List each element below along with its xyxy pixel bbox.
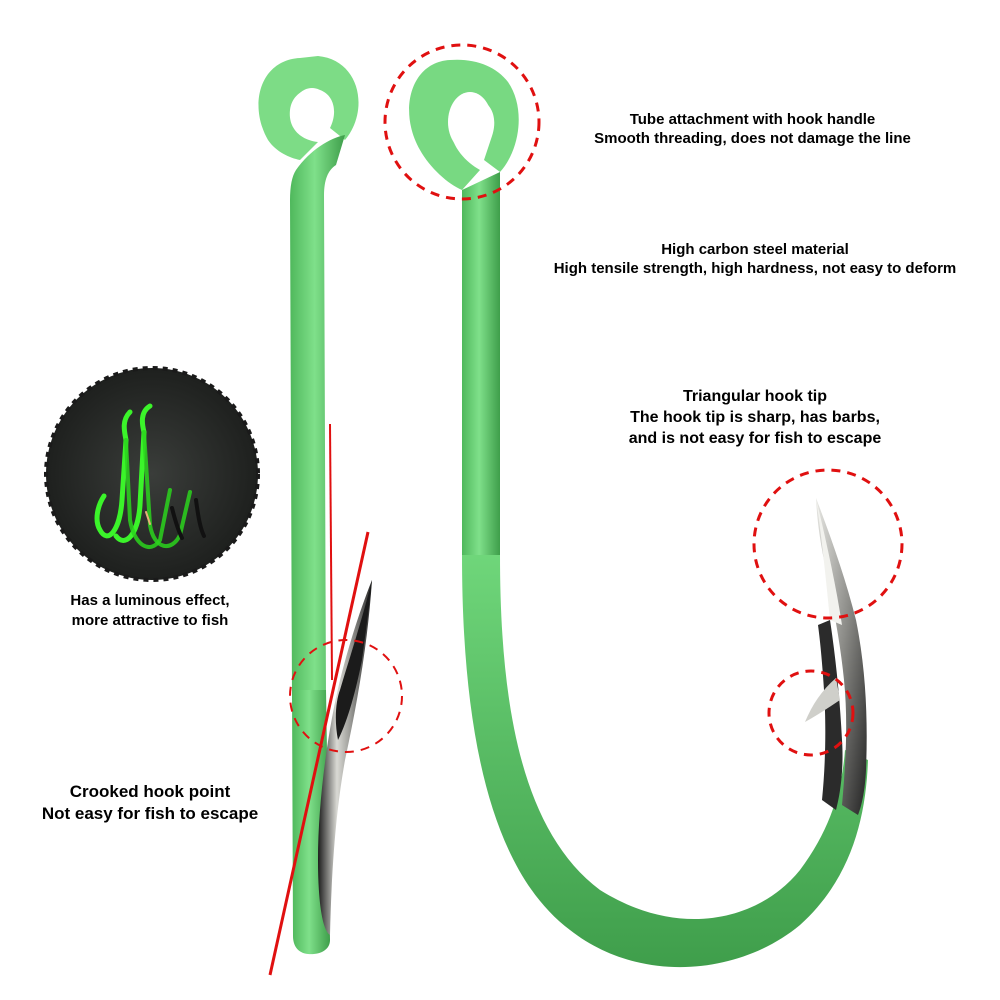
callout-tube-attachment: Tube attachment with hook handle Smooth … xyxy=(560,110,945,148)
barb-callout-circle xyxy=(767,669,855,757)
small-hook-eye xyxy=(258,56,359,160)
callout-luminous: Has a luminous effect, more attractive t… xyxy=(40,591,260,631)
callout-tip-line3: and is not easy for fish to escape xyxy=(628,430,882,447)
callout-tip-line1: Triangular hook tip xyxy=(682,388,827,405)
large-hook-barb xyxy=(805,678,840,722)
callout-tube-line2: Smooth threading, does not damage the li… xyxy=(594,130,911,147)
point-callout-circle xyxy=(289,639,403,753)
small-hook-shank xyxy=(290,135,345,700)
callout-tip-line2: The hook tip is sharp, has barbs, xyxy=(630,409,880,426)
luminous-badge xyxy=(44,366,260,582)
callout-tube-line1: Tube attachment with hook handle xyxy=(629,111,876,128)
callout-luminous-line2: more attractive to fish xyxy=(71,612,229,629)
guide-line-diagonal xyxy=(268,531,370,976)
large-hook xyxy=(409,59,868,968)
callout-crooked-point: Crooked hook point Not easy for fish to … xyxy=(20,781,280,825)
guide-line-vertical xyxy=(329,423,333,681)
large-hook-shank xyxy=(462,172,500,560)
callout-hook-tip: Triangular hook tip The hook tip is shar… xyxy=(600,386,910,449)
callout-material: High carbon steel material High tensile … xyxy=(540,240,970,278)
large-hook-eye xyxy=(409,59,519,190)
callout-crooked-line1: Crooked hook point xyxy=(69,782,231,801)
large-hook-bend xyxy=(462,555,868,968)
tip-callout-circle xyxy=(752,468,904,620)
callout-luminous-line1: Has a luminous effect, xyxy=(70,592,230,609)
callout-material-line1: High carbon steel material xyxy=(661,241,849,258)
callout-material-line2: High tensile strength, high hardness, no… xyxy=(553,260,957,277)
callout-crooked-line2: Not easy for fish to escape xyxy=(41,804,259,823)
small-hook xyxy=(258,56,372,955)
glowing-hooks-icon xyxy=(94,403,206,549)
eye-callout-circle xyxy=(383,43,541,201)
